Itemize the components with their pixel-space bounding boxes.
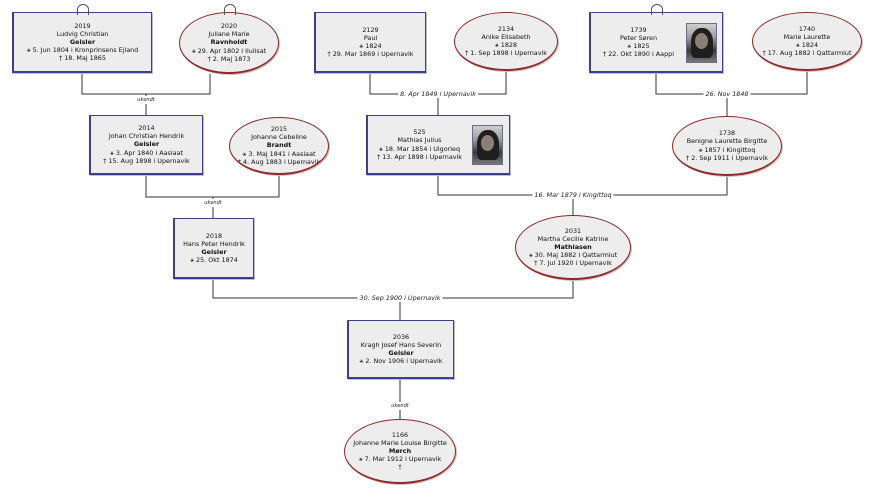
person-birth: ⚹ 1824: [795, 41, 819, 49]
union-label-3: 26. Nov 1848: [703, 90, 751, 98]
expand-ancestors-icon[interactable]: [77, 4, 89, 15]
person-surname: Mørch: [388, 446, 412, 455]
person-given-name: Martha Cecilie Katrine: [537, 234, 609, 243]
person-id: 1738: [718, 129, 736, 138]
person-id: 1166: [391, 430, 409, 439]
person-death: † 15. Aug 1898 i Upernavik: [103, 156, 190, 165]
person-death: † 7. Jul 1920 i Upernavik: [534, 259, 612, 268]
person-id: 2020: [220, 22, 238, 31]
person-birth: ⚹ 29. Apr 1802 i Ilulisat: [191, 46, 267, 55]
person-given-name: Johanne Marie Louise Birgitte: [353, 438, 447, 447]
person-given-name: Benigne Laurette Birgitte: [686, 137, 768, 146]
person-given-name: Johanne Cebeline: [251, 133, 307, 142]
person-id: 1739: [630, 25, 647, 34]
person-given-name: Mathias Julius: [397, 136, 442, 145]
person-surname: Geisler: [201, 248, 227, 256]
person-birth: ⚹ 3. Apr 1840 i Aasiaat: [110, 148, 183, 157]
person-birth: ⚹ 30. Maj 1882 i Qattarmiut: [528, 251, 618, 260]
person-surname: Mathiasen: [554, 242, 592, 251]
person-given-name: Peter Søren: [619, 33, 658, 42]
union-label-1: ukendt: [135, 96, 157, 104]
person-given-name: Johan Christian Hendrik: [108, 132, 185, 141]
person-id: 2018: [205, 231, 223, 240]
person-birth: ⚹ 7. Mar 1912 i Upernavik: [358, 455, 442, 464]
connector-2019-union1: [81, 73, 211, 95]
person-given-name: Paul: [363, 33, 378, 42]
person-surname: Ravnholdt: [210, 38, 248, 47]
union-label-2: 8. Apr 1849 i Upernavik: [398, 90, 478, 98]
person-birth: ⚹ 5. Jun 1804 i Kronprinsens Ejland: [26, 46, 139, 55]
person-id: 2036: [392, 332, 410, 341]
person-death: † 4. Aug 1883 i Upernavik: [237, 157, 321, 166]
person-death: † 29. Mar 1869 i Upernavik: [327, 50, 414, 59]
person-birth: ⚹ 3. Maj 1841 i Aasiaat: [242, 149, 316, 158]
person-birth: ⚹ 25. Okt 1874: [190, 256, 238, 265]
person-id: 2129: [362, 25, 379, 34]
person-photo: [686, 23, 717, 63]
connector-2014-union4: [145, 175, 280, 198]
person-id: 2014: [138, 124, 155, 133]
union-label-6: 30. Sep 1900 i Upernavik: [357, 294, 443, 302]
person-surname: Geisler: [388, 349, 414, 357]
person-death: † 17. Aug 1882 i Qattarmiut: [762, 49, 852, 58]
person-death: † 13. Apr 1898 i Upernavik: [376, 152, 463, 161]
person-surname: Geisler: [69, 37, 96, 46]
person-given-name: Anike Elisabeth: [481, 32, 531, 41]
person-death: † 22. Okt 1890 i Aappi: [603, 50, 674, 59]
union-label-5: 16. Mar 1879 i Kingittoq: [532, 191, 614, 199]
union-label-7: ukendt: [389, 402, 411, 410]
person-given-name: Ludvig Christian: [56, 29, 109, 38]
person-death: † 1. Sep 1898 i Upernavik: [465, 49, 547, 58]
person-given-name: Juliane Marie: [208, 30, 250, 39]
person-id: 2019: [74, 21, 91, 30]
person-id: 525: [413, 128, 426, 137]
union-label-4: ukendt: [202, 199, 224, 207]
person-surname: Geisler: [133, 140, 160, 149]
person-photo: [472, 125, 503, 165]
person-id: 2134: [497, 24, 515, 33]
expand-ancestors-icon[interactable]: [651, 4, 663, 15]
person-death: † 18. Maj 1865: [59, 54, 106, 63]
person-birth: ⚹ 18. Mar 1854 i Uigorleq: [378, 144, 461, 153]
person-death: † 2. Sep 1911 i Upernavik: [686, 153, 768, 162]
expand-ancestors-icon[interactable]: [224, 4, 236, 15]
person-given-name: Marie Laurette: [783, 32, 831, 41]
person-birth: ⚹ 1857 i Kingittoq: [698, 145, 756, 154]
person-id: 1740: [798, 24, 816, 33]
person-death: †: [398, 463, 402, 472]
person-birth: ⚹ 2. Nov 1906 i Upernavik: [359, 357, 443, 366]
person-birth: ⚹ 1828: [494, 41, 518, 49]
person-death: † 2. Maj 1873: [207, 54, 251, 63]
person-id: 2015: [270, 125, 288, 134]
person-birth: ⚹ 1825: [627, 42, 650, 50]
person-given-name: Kragh Josef Hans Severin: [360, 340, 442, 349]
person-surname: Brandt: [266, 141, 292, 150]
person-given-name: Hans Peter Hendrik: [183, 239, 245, 248]
person-birth: ⚹ 1824: [359, 42, 382, 50]
person-id: 2031: [564, 226, 582, 235]
